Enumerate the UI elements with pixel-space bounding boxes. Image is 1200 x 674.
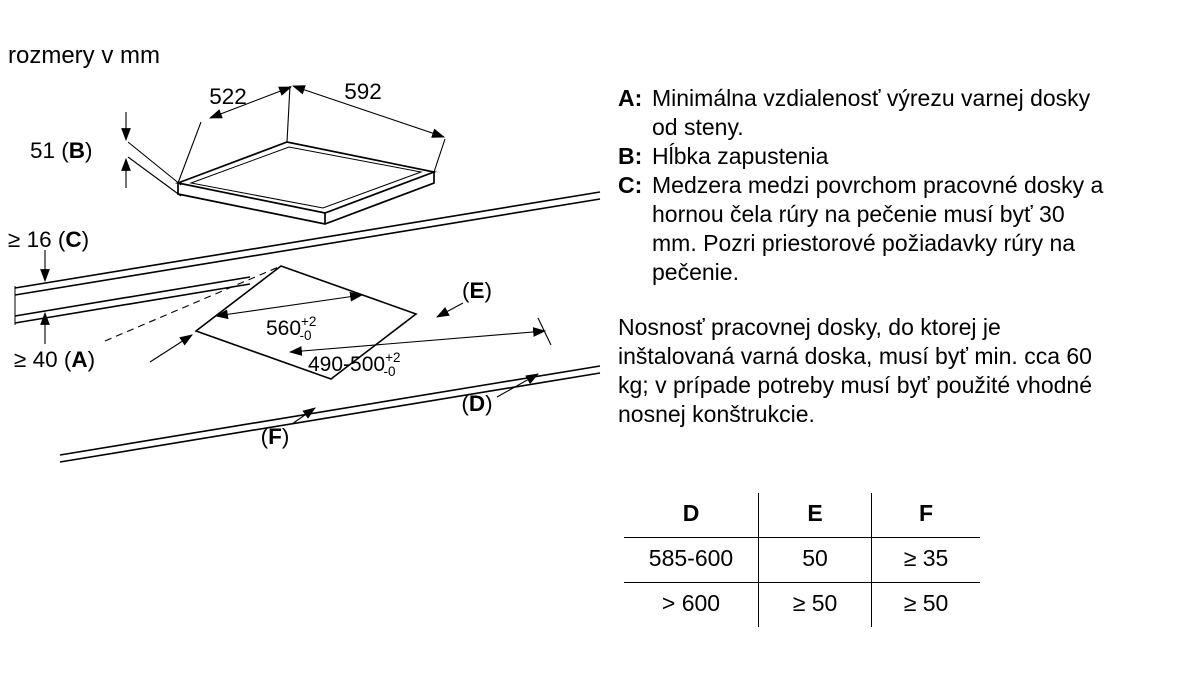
cutout-outline bbox=[194, 265, 418, 380]
dimensions-table: D E F 585-600 50 ≥ 35 > 600 ≥ 50 ≥ 50 bbox=[624, 493, 980, 627]
definition-c: C: Medzera medzi povrchom pracovné dosky… bbox=[618, 171, 1142, 287]
table-row: 585-600 50 ≥ 35 bbox=[624, 537, 980, 583]
definition-a-letter: A: bbox=[618, 85, 643, 111]
worktop-drawing bbox=[14, 191, 601, 463]
table-header-row: D E F bbox=[624, 493, 980, 538]
label-e: (E) bbox=[462, 278, 492, 303]
table-cell: ≥ 50 bbox=[871, 582, 980, 627]
load-capacity-note: Nosnosť pracovnej dosky, do ktorej je in… bbox=[618, 314, 1093, 427]
installation-diagram: 522 592 51 (B) ≥ 16 (C) ≥ 40 (A) (E) (D)… bbox=[8, 79, 601, 463]
definition-a: A: Minimálna vzdialenosť výrezu varnej d… bbox=[618, 84, 1142, 142]
dimension-a-label: ≥ 40 (A) bbox=[14, 347, 95, 372]
cooktop-drawing bbox=[174, 141, 438, 225]
dimension-c-label: ≥ 16 (C) bbox=[8, 227, 89, 252]
table-cell: 585-600 bbox=[624, 537, 759, 583]
bottom-dimension-lines bbox=[40, 250, 552, 425]
label-f: (F) bbox=[261, 424, 290, 449]
definition-c-text: Medzera medzi povrchom pracovné dosky a … bbox=[652, 172, 1104, 285]
label-d: (D) bbox=[461, 391, 492, 416]
dimension-b-label: 51 (B) bbox=[30, 138, 93, 163]
definitions-list: A: Minimálna vzdialenosť výrezu varnej d… bbox=[618, 84, 1142, 287]
definition-b-letter: B: bbox=[618, 143, 643, 169]
definition-b-text: Hĺbka zapustenia bbox=[652, 143, 829, 169]
table-row: > 600 ≥ 50 ≥ 50 bbox=[624, 582, 980, 627]
table-header-f: F bbox=[871, 493, 980, 538]
top-dimension-lines bbox=[121, 85, 446, 197]
legend: A: Minimálna vzdialenosť výrezu varnej d… bbox=[618, 84, 1142, 627]
table-cell: ≥ 50 bbox=[758, 582, 872, 627]
table-cell: ≥ 35 bbox=[871, 537, 980, 583]
definition-b: B: Hĺbka zapustenia bbox=[618, 142, 1142, 171]
depth-dimension-label: 522 bbox=[209, 84, 247, 109]
alignment-dashed-line bbox=[104, 265, 282, 342]
table-cell: 50 bbox=[758, 537, 872, 583]
table-header-e: E bbox=[758, 493, 872, 538]
cutout-depth-label: 490-500+2-0 bbox=[308, 350, 400, 379]
cutout-width-label: 560+2-0 bbox=[266, 314, 316, 343]
definition-a-text: Minimálna vzdialenosť výrezu varnej dosk… bbox=[652, 85, 1091, 140]
table-cell: > 600 bbox=[661, 590, 721, 616]
diagram-title: rozmery v mm bbox=[8, 42, 160, 69]
definition-c-letter: C: bbox=[618, 172, 643, 198]
table-header-d: D bbox=[624, 493, 759, 538]
width-dimension-label: 592 bbox=[344, 79, 382, 104]
